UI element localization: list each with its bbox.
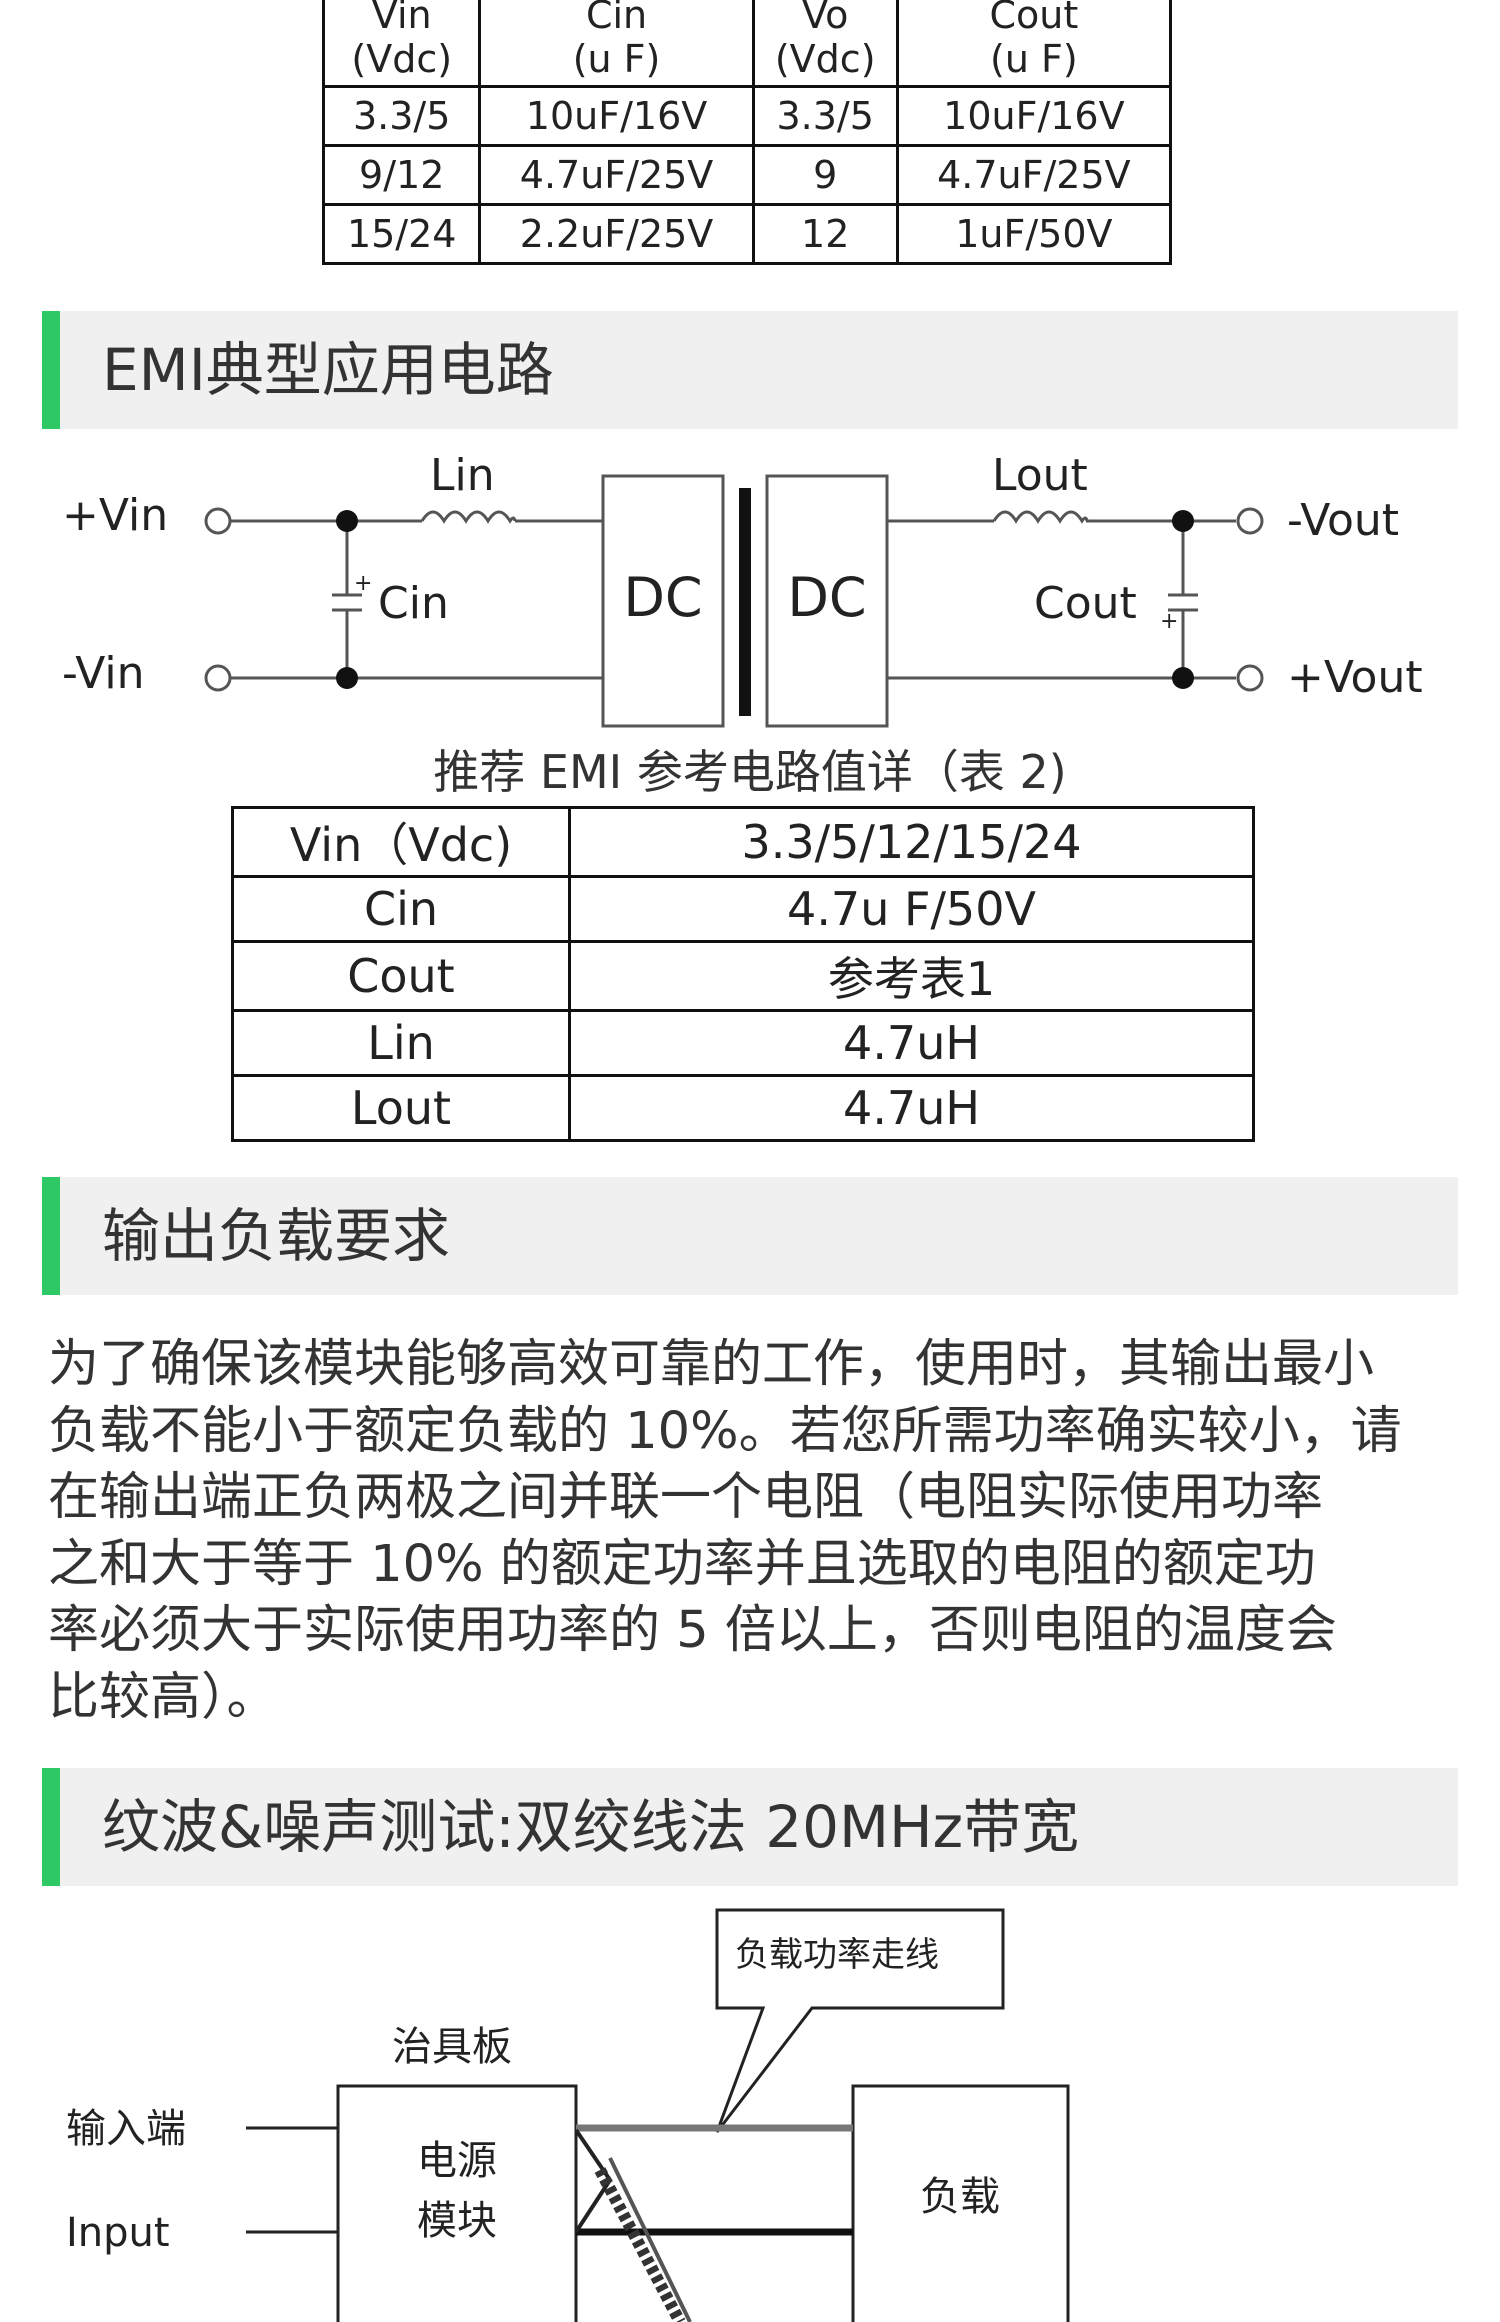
table-cell: 3.3/5 <box>751 85 899 147</box>
table-cell: 4.7uF/25V <box>895 144 1173 206</box>
label-lout: Lout <box>992 450 1088 501</box>
table-cell: 4.7u F/50V <box>568 875 1255 943</box>
paragraph-line: 为了确保该模块能够高效可靠的工作，使用时，其输出最小 <box>48 1335 1375 1394</box>
fixture-label: 治具板 <box>392 2024 512 2070</box>
table-cell: 15/24 <box>321 203 482 265</box>
power-module-box <box>336 2084 578 2322</box>
paragraph-line: 率必须大于实际使用功率的 5 倍以上，否则电阻的温度会 <box>48 1601 1337 1660</box>
emi-table-caption: 推荐 EMI 参考电路值详（表 2) <box>433 745 1067 799</box>
table-cell: 4.7uH <box>568 1009 1255 1077</box>
capacitor-table: Vin(Vdc) Cin(u F) Vo(Vdc) Cout(u F) 3.3/… <box>321 0 1173 265</box>
table-row: Vin（Vdc)3.3/5/12/15/24 <box>231 806 1255 878</box>
cout-plus-icon: + <box>1160 609 1178 634</box>
paragraph-line: 比较高）。 <box>48 1667 278 1727</box>
table-cell: 12 <box>751 203 899 265</box>
paragraph-line: 在输出端正负两极之间并联一个电阻（电阻实际使用功率 <box>48 1468 1324 1527</box>
label-vout-neg: -Vout <box>1287 495 1399 546</box>
paragraph-line: 之和大于等于 10% 的额定功率并且选取的电阻的额定功 <box>48 1534 1316 1594</box>
table-cell: 9/12 <box>321 144 482 206</box>
callout-box <box>715 1908 1005 2133</box>
table-cell: 1uF/50V <box>895 203 1173 265</box>
label-cout: Cout <box>1034 578 1137 629</box>
table-row: 15/24 2.2uF/25V 12 1uF/50V <box>321 203 1173 265</box>
header-cout: Cout(u F) <box>895 0 1173 88</box>
callout-text: 负载功率走线 <box>735 1935 939 1975</box>
table-cell: 9 <box>751 144 899 206</box>
header-vin: Vin(Vdc) <box>321 0 482 88</box>
section-header-ripple: 纹波&噪声测试:双绞线法 20MHz带宽 <box>42 1768 1458 1886</box>
load-box <box>851 2084 1070 2322</box>
header-vo: Vo(Vdc) <box>751 0 899 88</box>
section-header-load: 输出负载要求 <box>42 1177 1458 1295</box>
table-cell: 4.7uF/25V <box>478 144 755 206</box>
cin-plus-icon: + <box>354 571 372 596</box>
ripple-test-diagram: 负载功率走线 治具板 电源 模块 负载 输入端 Input <box>66 1908 1070 2322</box>
table-cell: 4.7uH <box>568 1074 1255 1142</box>
dc-left: DC <box>623 566 702 629</box>
accent-bar <box>42 1177 60 1295</box>
table-cell: 2.2uF/25V <box>478 203 755 265</box>
accent-bar <box>42 311 60 429</box>
module-label-2: 模块 <box>417 2198 497 2244</box>
header-cin: Cin(u F) <box>478 0 755 88</box>
label-vin-pos: +Vin <box>62 490 168 541</box>
label-vin-neg: -Vin <box>62 648 145 699</box>
section-header-emi: EMI典型应用电路 <box>42 311 1458 429</box>
section-title: 纹波&噪声测试:双绞线法 20MHz带宽 <box>102 1793 1080 1861</box>
table-cell: Vin（Vdc) <box>231 806 571 878</box>
table-cell: Cout <box>231 940 571 1012</box>
label-lin: Lin <box>430 450 495 501</box>
table-cell: 3.3/5/12/15/24 <box>568 806 1255 878</box>
section-title: 输出负载要求 <box>102 1202 451 1270</box>
table-cell: 3.3/5 <box>321 85 482 147</box>
table-cell: 10uF/16V <box>895 85 1173 147</box>
load-requirement-text: 为了确保该模块能够高效可靠的工作，使用时，其输出最小 负载不能小于额定负载的 1… <box>48 1332 1463 1731</box>
table-row: 9/12 4.7uF/25V 9 4.7uF/25V <box>321 144 1173 206</box>
emi-circuit-diagram: +Vin -Vin Lin + Cin DC DC Lout Cout + -V… <box>62 450 1423 728</box>
paragraph-line: 负载不能小于额定负载的 10%。若您所需功率确实较小，请 <box>48 1401 1402 1461</box>
table-cell: Lin <box>231 1009 571 1077</box>
load-label: 负载 <box>920 2174 1000 2220</box>
input-label-cn: 输入端 <box>66 2106 186 2152</box>
section-title: EMI典型应用电路 <box>102 336 554 404</box>
label-cin: Cin <box>378 578 449 629</box>
table-cell: 参考表1 <box>568 940 1255 1012</box>
accent-bar <box>42 1768 60 1886</box>
label-vout-pos: +Vout <box>1287 652 1423 703</box>
module-label-1: 电源 <box>417 2138 497 2184</box>
table-cell: Lout <box>231 1074 571 1142</box>
table-cell: 10uF/16V <box>478 85 755 147</box>
dc-right: DC <box>787 566 866 629</box>
table-cell: Cin <box>231 875 571 943</box>
input-label-en: Input <box>66 2210 170 2256</box>
table-row: 3.3/5 10uF/16V 3.3/5 10uF/16V <box>321 85 1173 147</box>
